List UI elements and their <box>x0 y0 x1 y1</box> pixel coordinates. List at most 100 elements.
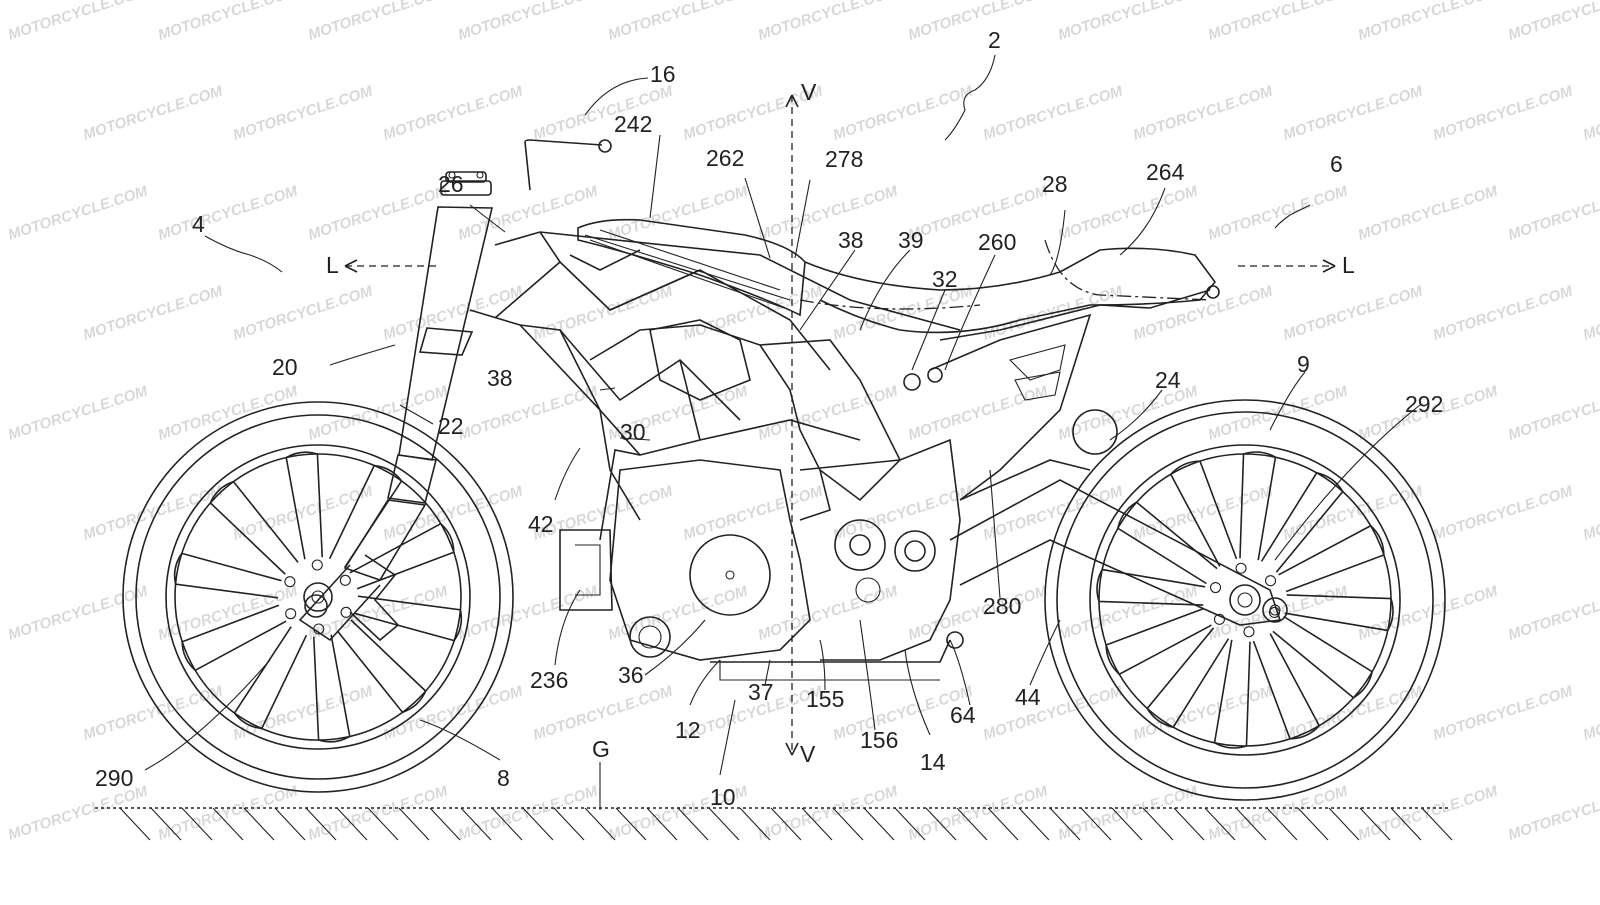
watermark-text: MOTORCYCLE.COM <box>906 0 1050 44</box>
rear-wheel <box>1044 399 1446 801</box>
watermark-text: MOTORCYCLE.COM <box>231 483 375 544</box>
watermark-text: MOTORCYCLE.COM <box>1581 683 1600 744</box>
watermark-text: MOTORCYCLE.COM <box>1431 683 1575 744</box>
ground-hatch <box>1204 807 1236 841</box>
ref-39: 39 <box>898 227 924 253</box>
axis-v-top: V <box>801 79 817 105</box>
ground-hatch <box>429 807 461 841</box>
watermark-text: MOTORCYCLE.COM <box>756 0 900 44</box>
hub-bolt <box>1213 613 1226 625</box>
watermark-text: MOTORCYCLE.COM <box>1431 483 1575 544</box>
watermark-text: MOTORCYCLE.COM <box>1356 0 1500 44</box>
watermark-text: MOTORCYCLE.COM <box>606 0 750 44</box>
ref-12: 12 <box>675 717 701 743</box>
watermark-text: MOTORCYCLE.COM <box>981 483 1125 544</box>
wheel-spoke <box>209 480 299 575</box>
watermark-text: MOTORCYCLE.COM <box>1581 283 1600 344</box>
ground-hatch <box>1018 807 1050 841</box>
watermark-text: MOTORCYCLE.COM <box>381 283 525 344</box>
seat-and-tail <box>799 239 1220 501</box>
ground-hatch <box>832 807 864 841</box>
wheel-spoke <box>1146 627 1230 729</box>
hub-bolt <box>285 608 297 620</box>
watermark-text: MOTORCYCLE.COM <box>306 583 450 644</box>
ground-hatch <box>460 807 492 841</box>
ref-14: 14 <box>920 749 946 775</box>
axis-lines <box>344 94 1336 756</box>
watermark-text: MOTORCYCLE.COM <box>756 183 900 244</box>
watermark-text: MOTORCYCLE.COM <box>81 283 225 344</box>
ref-37: 37 <box>748 679 774 705</box>
watermark-text: MOTORCYCLE.COM <box>1581 83 1600 144</box>
watermark-text: MOTORCYCLE.COM <box>306 0 450 44</box>
watermark-text: MOTORCYCLE.COM <box>531 283 675 344</box>
wheel-spoke <box>328 464 403 568</box>
ref-42: 42 <box>528 511 554 537</box>
ref-8: 8 <box>497 765 510 791</box>
wheel-spoke <box>285 451 324 560</box>
watermark-text: MOTORCYCLE.COM <box>231 83 375 144</box>
ground-hatch <box>367 807 399 841</box>
hub-bolt <box>311 559 323 571</box>
ref-30: 30 <box>620 419 646 445</box>
reference-labels: 2 4 6 8 9 10 12 14 16 20 22 24 26 28 30 … <box>95 27 1443 810</box>
watermark-text: MOTORCYCLE.COM <box>306 383 450 444</box>
ref-44: 44 <box>1015 684 1041 710</box>
ground-hatch <box>491 807 523 841</box>
wheel-spoke <box>354 595 463 642</box>
leader-lines <box>144 54 1421 810</box>
ref-32: 32 <box>932 266 958 292</box>
trellis-frame <box>469 231 961 541</box>
watermark-text: MOTORCYCLE.COM <box>1056 183 1200 244</box>
ground-hatch <box>987 807 1019 841</box>
wheel-spoke <box>1169 460 1238 567</box>
watermark-text: MOTORCYCLE.COM <box>981 683 1125 744</box>
watermark-text: MOTORCYCLE.COM <box>1506 183 1600 244</box>
engine <box>559 319 964 681</box>
watermark-text: MOTORCYCLE.COM <box>1056 0 1200 44</box>
ref-9: 9 <box>1297 351 1310 377</box>
watermark-text: MOTORCYCLE.COM <box>1206 183 1350 244</box>
ground-hatch <box>1266 807 1298 841</box>
ground-hatch <box>615 807 647 841</box>
watermark-text: MOTORCYCLE.COM <box>906 783 1050 844</box>
watermark-text: MOTORCYCLE.COM <box>1506 583 1600 644</box>
wheel-spoke <box>1096 568 1206 606</box>
ground-hatch <box>739 807 771 841</box>
ground-hatch <box>584 807 616 841</box>
ref-278: 278 <box>825 146 863 172</box>
ground-hatch <box>1297 807 1329 841</box>
wheel-spoke <box>1239 451 1277 561</box>
wheel-spoke <box>1260 471 1344 573</box>
ground-hatch <box>677 807 709 841</box>
wheel-spoke <box>1105 607 1212 676</box>
ref-38-left: 38 <box>487 365 513 391</box>
front-wheel <box>122 401 514 793</box>
watermark-text: MOTORCYCLE.COM <box>1431 283 1575 344</box>
ground-hatch <box>398 807 430 841</box>
wheel-spoke <box>233 626 308 730</box>
watermark-text: MOTORCYCLE.COM <box>1506 0 1600 44</box>
watermark-text: MOTORCYCLE.COM <box>1356 183 1500 244</box>
watermark-text: MOTORCYCLE.COM <box>681 483 825 544</box>
watermark-text: MOTORCYCLE.COM <box>156 783 300 844</box>
ground-hatch <box>274 807 306 841</box>
watermark-text: MOTORCYCLE.COM <box>1281 283 1425 344</box>
watermark-text: MOTORCYCLE.COM <box>156 183 300 244</box>
watermark-text: MOTORCYCLE.COM <box>381 83 525 144</box>
watermark-text: MOTORCYCLE.COM <box>1356 783 1500 844</box>
ground-hatch <box>925 807 957 841</box>
axis-v-bottom: V <box>800 741 816 767</box>
ground-hatch <box>894 807 926 841</box>
ref-290: 290 <box>95 765 133 791</box>
ref-28: 28 <box>1042 171 1068 197</box>
ground-hatch <box>1359 807 1391 841</box>
ref-22: 22 <box>438 413 464 439</box>
wheel-spoke <box>1213 639 1251 749</box>
ground-hatch <box>801 807 833 841</box>
watermark-text: MOTORCYCLE.COM <box>456 383 600 444</box>
hub-bolt <box>339 574 351 586</box>
ground-hatch <box>863 807 895 841</box>
watermark-text: MOTORCYCLE.COM <box>1206 0 1350 44</box>
